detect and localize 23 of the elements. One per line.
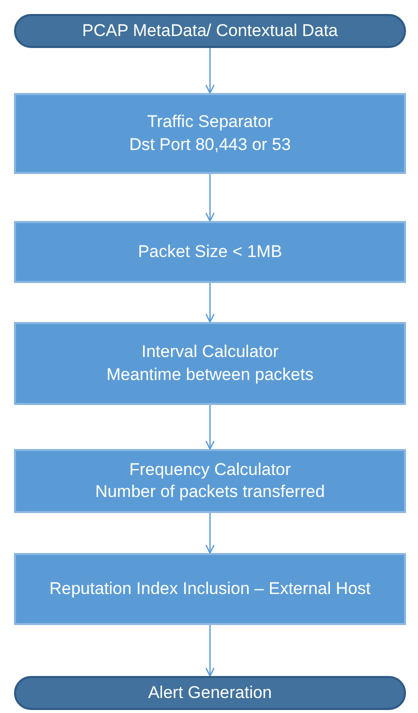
arrow <box>205 48 215 94</box>
arrow <box>205 625 215 677</box>
process-box <box>14 322 406 405</box>
arrow <box>205 283 215 323</box>
node-text: Packet Size < 1MB <box>138 240 282 263</box>
arrow <box>205 174 215 222</box>
process-box <box>14 449 406 513</box>
node-text: Traffic Separator <box>147 111 273 134</box>
terminal-box <box>14 676 406 710</box>
node-text: Interval Calculator <box>141 341 278 364</box>
process-box <box>14 93 406 174</box>
process-box <box>14 221 406 283</box>
terminal-box <box>14 14 406 48</box>
node-text: PCAP MetaData/ Contextual Data <box>82 20 338 42</box>
arrow <box>205 405 215 450</box>
node-text: Reputation Index Inclusion – External Host <box>49 578 371 600</box>
arrow <box>205 513 215 554</box>
node-text: Frequency Calculator <box>129 458 291 481</box>
node-text: Number of packets transferred <box>95 481 325 503</box>
node-text: Dst Port 80,443 or 53 <box>129 134 291 156</box>
node-text: Alert Generation <box>148 682 272 704</box>
process-box <box>14 553 406 625</box>
node-text: Meantime between packets <box>106 364 314 386</box>
